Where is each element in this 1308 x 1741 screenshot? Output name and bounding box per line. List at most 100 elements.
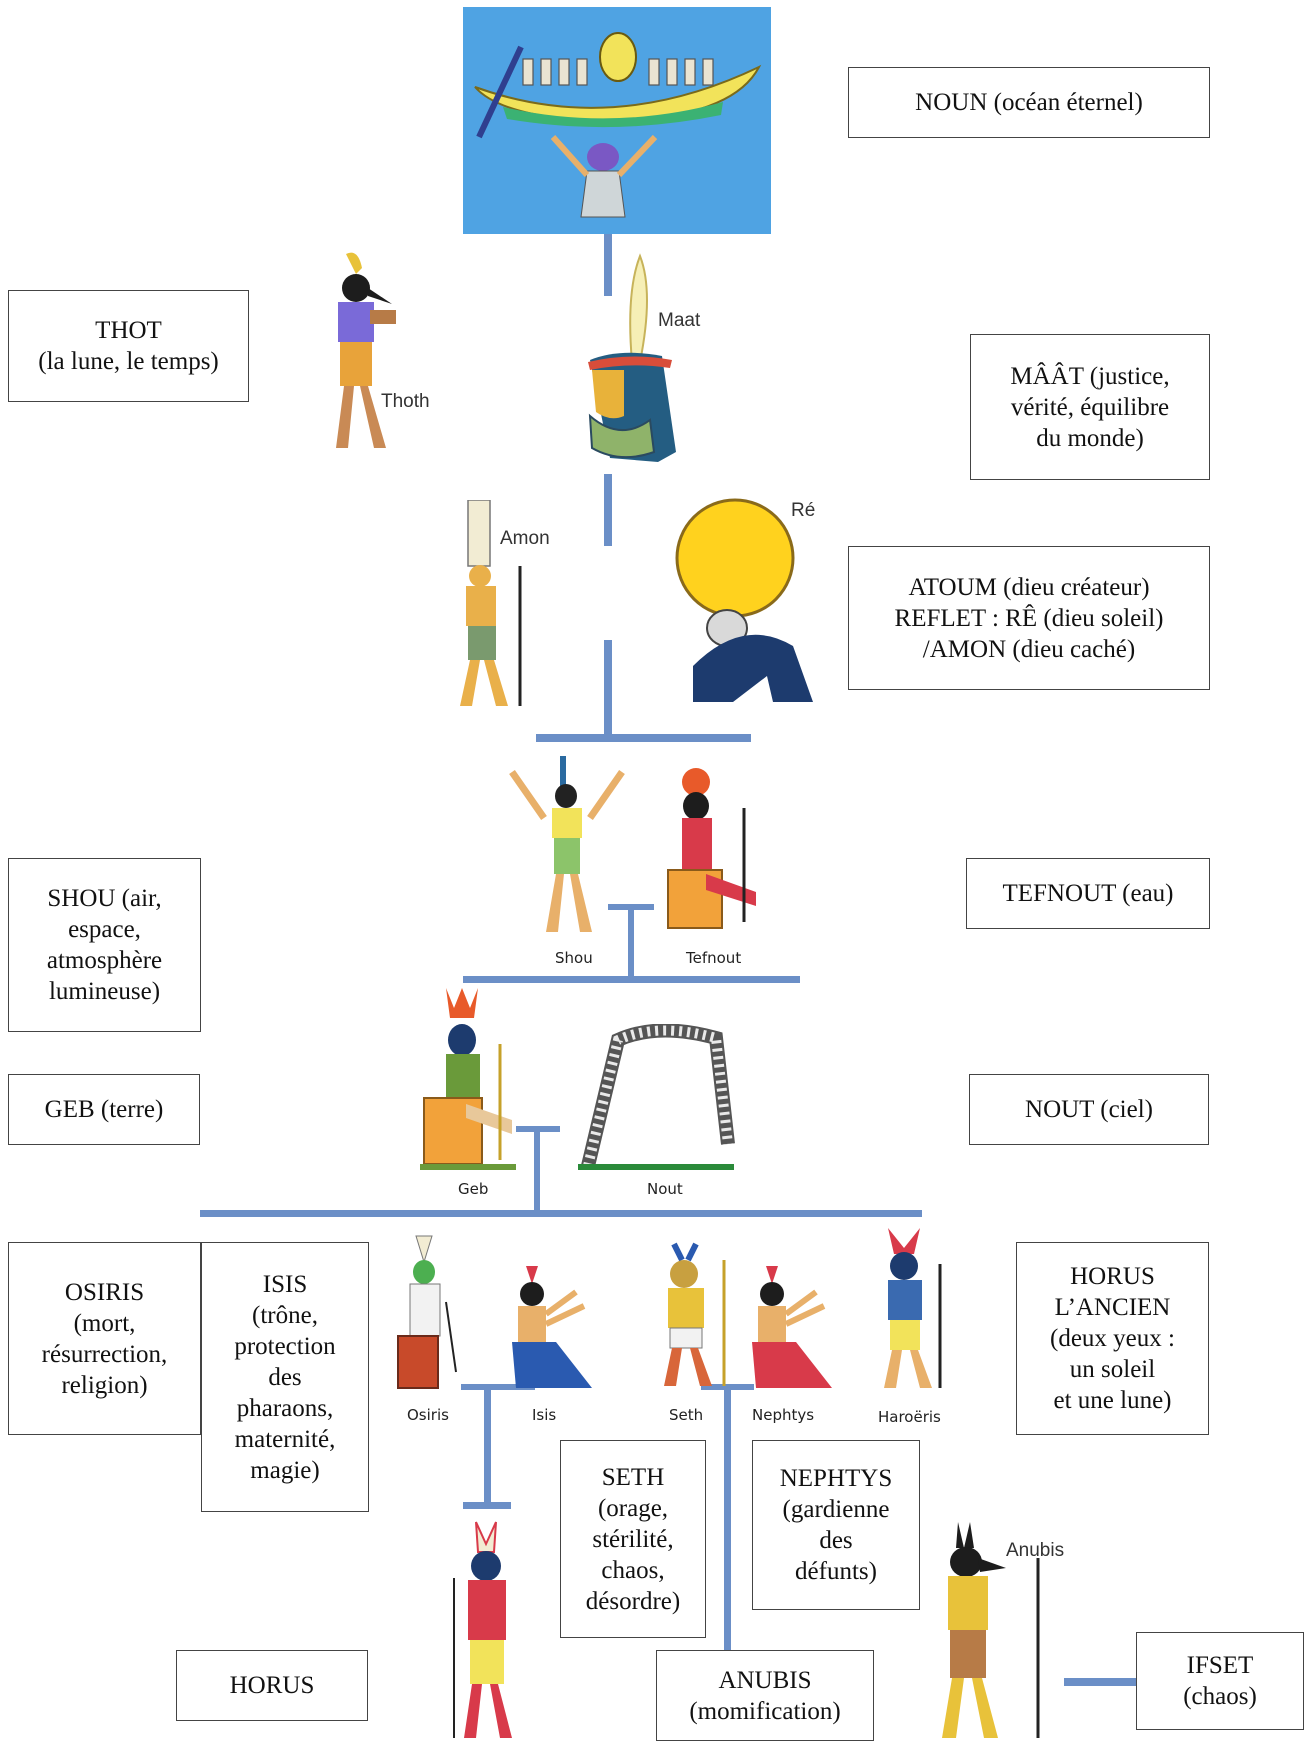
box-ifset: IFSET (chaos) <box>1136 1632 1304 1730</box>
caption-amon: Amon <box>500 528 550 549</box>
box-line: ANUBIS <box>718 1666 812 1694</box>
connector-shou-tefnout <box>628 904 634 982</box>
connector-anubis-ifset <box>1064 1678 1138 1686</box>
box-line: (deux yeux : <box>1050 1325 1175 1352</box>
caption-seth: Seth <box>669 1406 704 1424</box>
box-line: (trône, <box>252 1301 318 1329</box>
box-line: (mort, <box>73 1309 136 1337</box>
box-horus: HORUS <box>176 1650 368 1721</box>
caption-nephtys: Nephtys <box>752 1406 815 1424</box>
box-shou: SHOU (air, espace, atmosphère lumineuse) <box>8 858 201 1032</box>
box-seth: SETH (orage, stérilité, chaos, désordre) <box>560 1440 706 1638</box>
box-line: IFSET <box>1186 1652 1254 1679</box>
box-line: lumineuse) <box>48 978 161 1005</box>
caption-isis: Isis <box>532 1406 557 1424</box>
horus-figure <box>453 1521 512 1738</box>
caption-shou: Shou <box>555 949 593 967</box>
box-anubis: ANUBIS (momification) <box>656 1650 874 1741</box>
box-line: /AMON (dieu caché) <box>922 635 1136 663</box>
box-nout: NOUT (ciel) <box>969 1074 1209 1145</box>
box-line: du monde) <box>1036 424 1144 452</box>
caption-thoth: Thoth <box>381 391 430 412</box>
connector-geb-nout <box>534 1126 540 1214</box>
bar-geb-nout-children <box>200 1210 922 1217</box>
box-nephtys: NEPHTYS (gardienne des défunts) <box>752 1440 920 1610</box>
box-line: désordre) <box>585 1587 681 1615</box>
box-line: magie) <box>250 1456 320 1484</box>
bar-horus-top <box>463 1502 511 1509</box>
box-line: TEFNOUT (eau) <box>1002 880 1174 907</box>
caption-maat: Maat <box>658 310 701 331</box>
caption-anubis: Anubis <box>1006 1540 1065 1561</box>
box-line: OSIRIS <box>64 1278 145 1306</box>
box-maat: MÂÂT (justice, vérité, équilibre du monde) <box>970 334 1210 480</box>
noun-boat-illustration <box>463 7 771 234</box>
box-atoum: ATOUM (dieu créateur) REFLET : RÊ (dieu s… <box>848 546 1210 690</box>
box-line: maternité, <box>234 1425 336 1453</box>
osiris-figure <box>397 1235 457 1389</box>
box-line: SHOU (air, <box>47 885 162 912</box>
maat-figure <box>588 253 676 462</box>
box-line: (chaos) <box>1183 1683 1257 1710</box>
box-line: résurrection, <box>41 1340 168 1368</box>
box-line: REFLET : RÊ (dieu soleil) <box>894 604 1164 632</box>
anubis-figure <box>942 1522 1040 1738</box>
box-line: des <box>268 1363 302 1391</box>
box-line: religion) <box>61 1371 148 1399</box>
box-horus-ancien: HORUS L’ANCIEN (deux yeux : un soleil et une… <box>1016 1242 1209 1435</box>
nout-figure <box>578 1024 735 1170</box>
connector-seth-nephtys-anubis <box>724 1384 731 1652</box>
box-line: ATOUM (dieu créateur) <box>908 573 1150 601</box>
thot-figure <box>336 252 396 448</box>
box-line: des <box>819 1527 853 1554</box>
box-line: (gardienne <box>782 1496 890 1523</box>
box-line: SETH <box>601 1463 665 1491</box>
bar-shou-tefnout <box>463 976 800 983</box>
box-line: un soleil <box>1069 1356 1156 1383</box>
box-line: espace, <box>68 916 141 943</box>
box-line: vérité, équilibre <box>1010 393 1170 421</box>
box-line: NOUT (ciel) <box>1025 1096 1153 1123</box>
nephtys-figure <box>752 1266 832 1388</box>
bar-atoum-children <box>536 734 751 742</box>
box-line: défunts) <box>795 1558 877 1585</box>
shou-figure <box>509 756 625 932</box>
box-line: atmosphère <box>46 947 163 974</box>
box-thot: THOT (la lune, le temps) <box>8 290 249 402</box>
box-line: MÂÂT (justice, <box>1010 362 1170 390</box>
connector-atoum-children <box>604 640 612 738</box>
box-line: protection <box>234 1332 336 1360</box>
box-noun: NOUN (océan éternel) <box>848 67 1210 138</box>
box-line: ISIS <box>262 1270 308 1298</box>
caption-haroeris: Haroëris <box>878 1408 941 1426</box>
caption-nout: Nout <box>647 1180 683 1198</box>
connector-maat-atoum <box>604 474 612 546</box>
caption-osiris: Osiris <box>407 1406 449 1424</box>
box-line: L’ANCIEN <box>1054 1294 1171 1321</box>
box-line: NEPHTYS <box>779 1465 893 1492</box>
box-line: (la lune, le temps) <box>38 348 219 375</box>
box-line: NOUN (océan éternel) <box>915 89 1143 116</box>
box-line: THOT <box>95 317 162 344</box>
box-line: chaos, <box>601 1556 665 1584</box>
box-line: stérilité, <box>592 1525 674 1553</box>
box-line: GEB (terre) <box>44 1096 164 1123</box>
re-figure <box>675 498 813 702</box>
box-osiris: OSIRIS (mort, résurrection, religion) <box>8 1242 201 1435</box>
caption-geb: Geb <box>458 1180 489 1198</box>
box-line: (momification) <box>689 1697 841 1725</box>
box-line: (orage, <box>597 1494 669 1522</box>
box-line: HORUS <box>1070 1263 1155 1290</box>
box-line: HORUS <box>229 1672 315 1699</box>
amon-figure <box>460 500 522 706</box>
isis-figure <box>512 1266 592 1388</box>
connector-noun-maat <box>604 232 612 296</box>
caption-tefnout: Tefnout <box>686 949 742 967</box>
box-line: et une lune) <box>1053 1387 1172 1414</box>
seth-figure <box>664 1242 726 1386</box>
connector-osiris-isis <box>484 1384 491 1506</box>
tefnout-figure <box>667 768 756 929</box>
geb-figure <box>420 988 516 1170</box>
box-geb: GEB (terre) <box>8 1074 200 1145</box>
